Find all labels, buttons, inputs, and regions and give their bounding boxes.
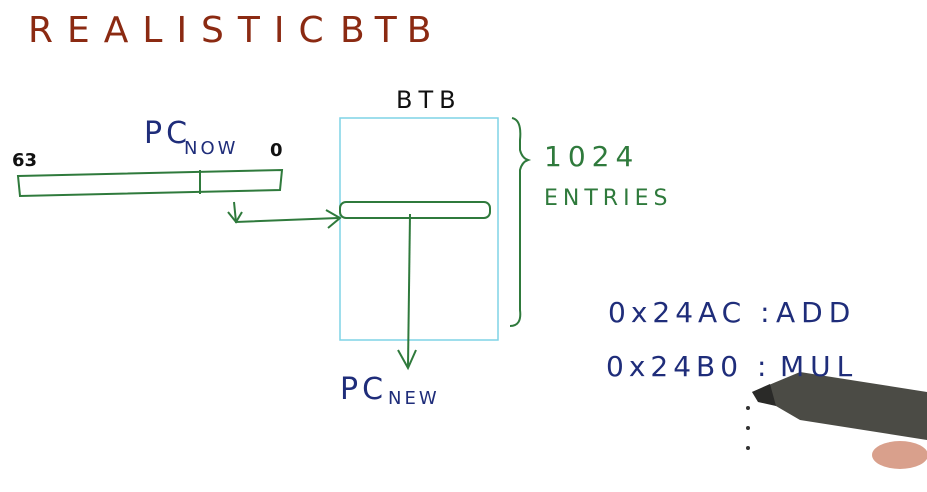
code-address-2: 0x24B0 : xyxy=(606,350,771,383)
btb-entry-count: 1024 xyxy=(544,140,640,173)
address-separator: : xyxy=(756,350,772,383)
output-arrow-line xyxy=(407,213,411,367)
code-address-1: 0x24AC : xyxy=(608,296,775,329)
entries-brace xyxy=(509,117,532,327)
address-separator: : xyxy=(760,296,775,329)
index-arrow xyxy=(233,201,339,224)
code-opcode-2: MUL xyxy=(780,350,859,383)
address-value: 0x24AC xyxy=(608,296,747,329)
pc-new-subscript: NEW xyxy=(388,388,440,409)
pc-low-bit-label: 0 xyxy=(270,140,283,161)
page-title-right: BTB xyxy=(340,10,442,51)
code-opcode-1: ADD xyxy=(776,296,857,329)
code-dot xyxy=(746,426,750,430)
pc-now-subscript: NOW xyxy=(184,138,239,159)
page-title-left: REALISTIC xyxy=(28,10,338,51)
index-arrow-head xyxy=(227,211,243,224)
code-dot xyxy=(746,446,750,450)
btb-entry-unit: ENTRIES xyxy=(544,186,673,211)
btb-label: BTB xyxy=(396,86,462,114)
pc-now-label: PC xyxy=(144,116,192,151)
pc-high-bit-label: 63 xyxy=(12,150,38,171)
pc-register-box xyxy=(16,168,284,198)
address-value: 0x24B0 xyxy=(606,350,744,383)
code-dot xyxy=(746,406,750,410)
pen-icon xyxy=(752,372,927,469)
pc-new-label: PC xyxy=(340,372,388,407)
output-arrow-head xyxy=(397,349,417,371)
index-arrowhead-into-btb xyxy=(325,209,342,229)
btb-table-box xyxy=(339,117,499,341)
btb-entry-row xyxy=(339,201,491,219)
